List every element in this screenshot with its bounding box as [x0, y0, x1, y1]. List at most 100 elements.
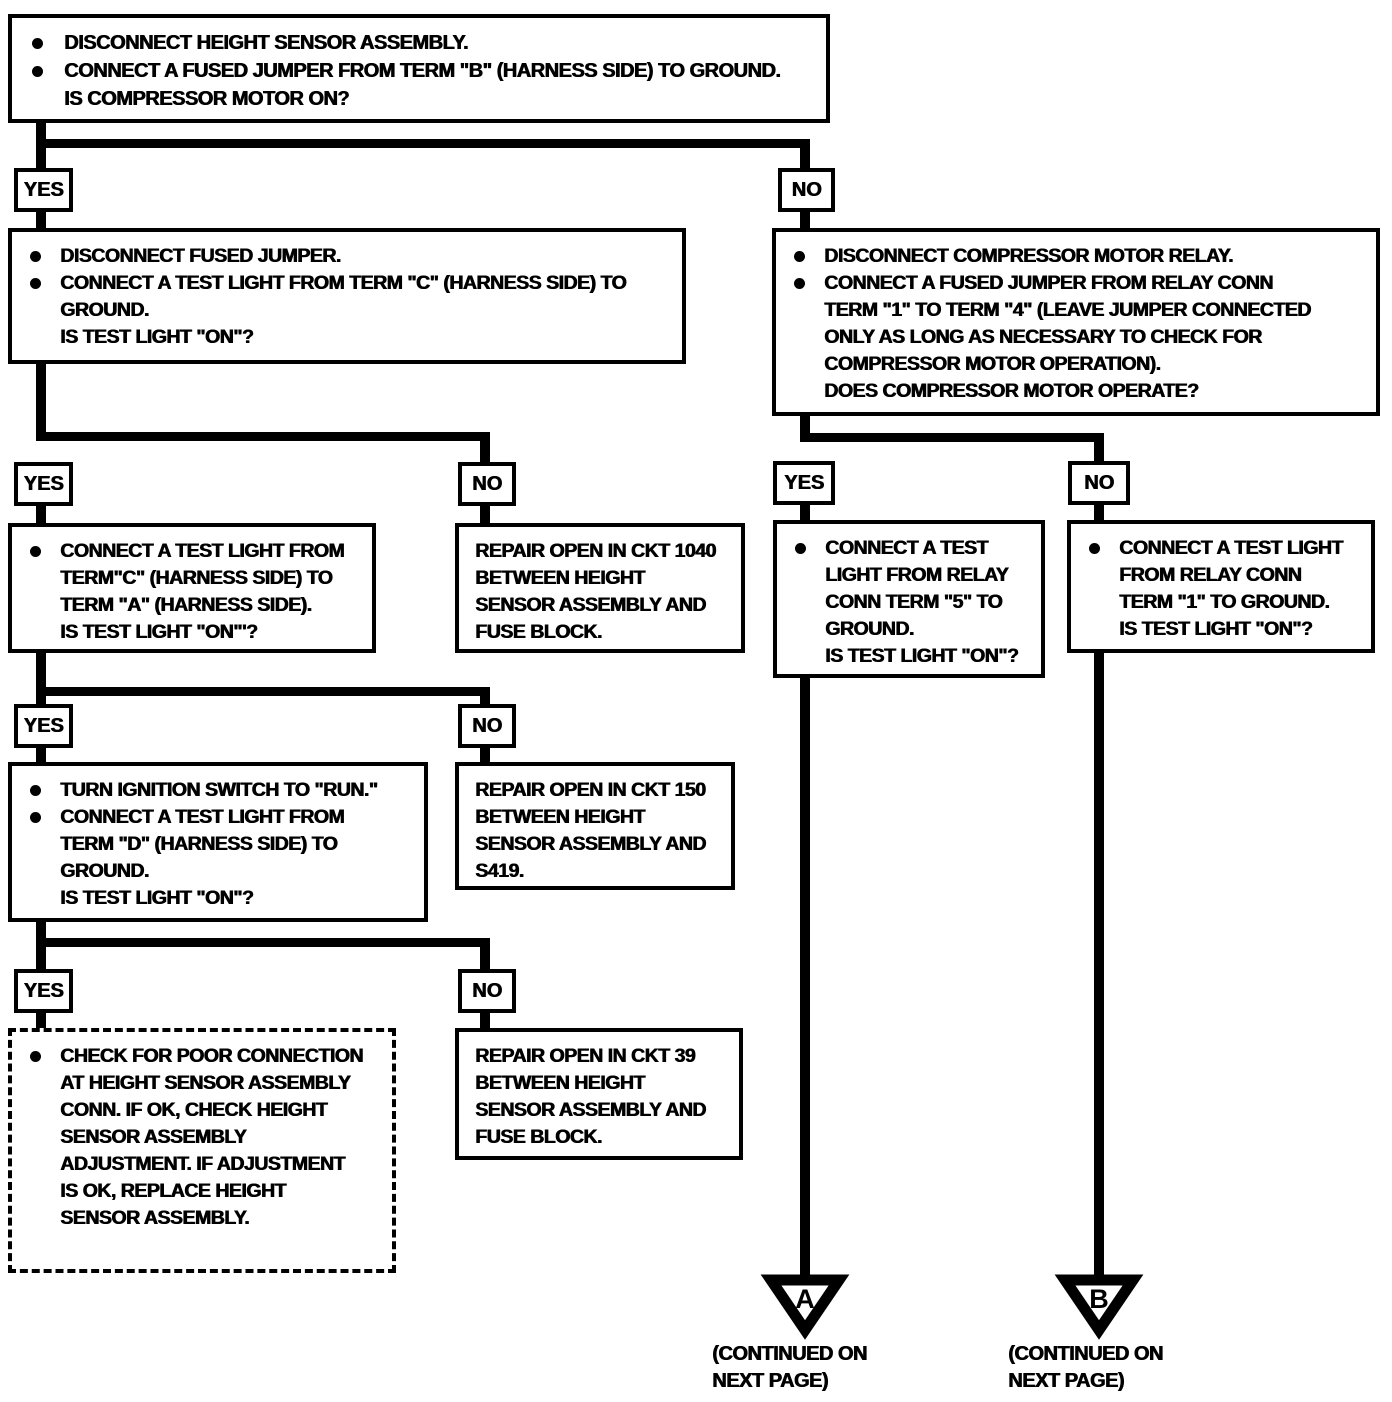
node-left-yes3-box: TURN IGNITION SWITCH TO "RUN." CONNECT A…: [8, 762, 428, 922]
step-text: CONNECT A TEST LIGHT: [1119, 537, 1343, 559]
no-label: NO: [791, 178, 822, 201]
step-line: CONNECT A TEST LIGHT FROM: [20, 804, 418, 831]
action-text: REPAIR OPEN IN CKT 150: [475, 779, 706, 801]
connector-wire-to-a: [800, 677, 810, 1279]
step-text: TERM "A" (HARNESS SIDE).: [60, 594, 312, 616]
no-label: NO: [472, 979, 502, 1002]
node-left-yes2-box: CONNECT A TEST LIGHT FROM TERM"C" (HARNE…: [8, 523, 376, 653]
action-text: REPAIR OPEN IN CKT 1040: [475, 540, 716, 562]
step-text: CONNECT A TEST LIGHT FROM: [60, 540, 344, 562]
step-text: CONN. IF OK, CHECK HEIGHT: [60, 1099, 328, 1121]
action-line: BETWEEN HEIGHT: [467, 804, 725, 831]
action-line: SENSOR ASSEMBLY AND: [467, 592, 735, 619]
connector-wire: [480, 747, 490, 763]
connector-wire: [800, 433, 1104, 442]
step-text: TERM "1" TO TERM "4" (LEAVE JUMPER CONNE…: [824, 299, 1311, 321]
no-label-box: NO: [458, 462, 516, 506]
yes-label: YES: [783, 471, 825, 494]
question-line: IS TEST LIGHT "ON"?: [20, 324, 676, 351]
action-text: BETWEEN HEIGHT: [475, 806, 645, 828]
yes-label-box: YES: [14, 168, 73, 212]
continuation-a-icon: A: [760, 1274, 850, 1340]
continuation-a-letter: A: [795, 1284, 815, 1314]
step-line: COMPRESSOR MOTOR OPERATION).: [784, 351, 1370, 378]
connector-wire: [36, 363, 46, 441]
bullet-icon: [1089, 543, 1100, 554]
step-text: CONNECT A TEST LIGHT FROM: [60, 806, 344, 828]
action-text: FUSE BLOCK.: [475, 621, 602, 643]
step-text: LIGHT FROM RELAY: [825, 564, 1009, 586]
step-line: AT HEIGHT SENSOR ASSEMBLY: [20, 1070, 386, 1097]
action-line: REPAIR OPEN IN CKT 150: [467, 777, 725, 804]
question-text: IS COMPRESSOR MOTOR ON?: [64, 88, 349, 110]
connector-wire: [480, 1012, 490, 1029]
step-line: CONNECT A FUSED JUMPER FROM RELAY CONN: [784, 270, 1370, 297]
step-line: SENSOR ASSEMBLY: [20, 1124, 386, 1151]
bullet-icon: [30, 546, 41, 557]
connector-wire: [36, 211, 46, 229]
question-text: IS TEST LIGHT "ON"?: [60, 326, 254, 348]
question-text: IS TEST LIGHT "ON"?: [825, 645, 1019, 667]
step-text: GROUND.: [825, 618, 914, 640]
action-text: REPAIR OPEN IN CKT 39: [475, 1045, 695, 1067]
node-no-branch-box: DISCONNECT COMPRESSOR MOTOR RELAY. CONNE…: [772, 228, 1380, 416]
node-right-no2-box: CONNECT A TEST LIGHT FROM RELAY CONN TER…: [1067, 520, 1375, 653]
bullet-icon: [795, 543, 806, 554]
action-text: FUSE BLOCK.: [475, 1126, 602, 1148]
node-left-no4-box: REPAIR OPEN IN CKT 39 BETWEEN HEIGHT SEN…: [455, 1028, 743, 1160]
question-text: DOES COMPRESSOR MOTOR OPERATE?: [824, 380, 1199, 402]
action-text: SENSOR ASSEMBLY AND: [475, 594, 706, 616]
connector-wire: [36, 505, 46, 524]
step-text: TERM "1" TO GROUND.: [1119, 591, 1330, 613]
no-label: NO: [472, 714, 502, 737]
action-text: BETWEEN HEIGHT: [475, 1072, 645, 1094]
step-line: TERM "1" TO GROUND.: [1079, 589, 1365, 616]
connector-wire: [36, 139, 810, 148]
step-text: AT HEIGHT SENSOR ASSEMBLY: [60, 1072, 351, 1094]
step-line: CONNECT A TEST LIGHT FROM: [20, 538, 366, 565]
yes-label-box: YES: [14, 704, 73, 748]
step-text: CONNECT A FUSED JUMPER FROM RELAY CONN: [824, 272, 1273, 294]
action-line: SENSOR ASSEMBLY AND: [467, 831, 725, 858]
bullet-icon: [32, 66, 43, 77]
step-text: DISCONNECT COMPRESSOR MOTOR RELAY.: [824, 245, 1233, 267]
yes-label: YES: [23, 714, 64, 737]
step-text: CONNECT A FUSED JUMPER FROM TERM "B" (HA…: [64, 60, 781, 82]
step-line: TERM "A" (HARNESS SIDE).: [20, 592, 366, 619]
step-text: TERM"C" (HARNESS SIDE) TO: [60, 567, 333, 589]
connector-wire: [36, 938, 490, 947]
bullet-icon: [30, 812, 41, 823]
action-line: BETWEEN HEIGHT: [467, 1070, 733, 1097]
step-line: CONN TERM "5" TO: [785, 589, 1035, 616]
no-label-box: NO: [778, 168, 835, 212]
node-left-no2-box: REPAIR OPEN IN CKT 1040 BETWEEN HEIGHT S…: [455, 523, 745, 653]
continued-caption-line: (CONTINUED ON: [1008, 1343, 1163, 1365]
continued-caption-line: (CONTINUED ON: [712, 1343, 867, 1365]
action-line: REPAIR OPEN IN CKT 39: [467, 1043, 733, 1070]
step-text: CHECK FOR POOR CONNECTION: [60, 1045, 363, 1067]
step-line: CONNECT A TEST LIGHT: [1079, 535, 1365, 562]
yes-label-box: YES: [773, 461, 835, 505]
action-line: S419.: [467, 858, 725, 885]
connector-wire: [480, 938, 490, 970]
step-line: DISCONNECT HEIGHT SENSOR ASSEMBLY.: [20, 29, 820, 57]
step-text: GROUND.: [60, 860, 149, 882]
action-line: REPAIR OPEN IN CKT 1040: [467, 538, 735, 565]
step-text: ONLY AS LONG AS NECESSARY TO CHECK FOR: [824, 326, 1262, 348]
continuation-b-icon: B: [1054, 1274, 1144, 1340]
no-label-box: NO: [1068, 461, 1130, 505]
yes-label: YES: [23, 979, 64, 1002]
action-line: BETWEEN HEIGHT: [467, 565, 735, 592]
connector-wire: [800, 504, 810, 521]
step-line: GROUND.: [785, 616, 1035, 643]
action-text: SENSOR ASSEMBLY AND: [475, 1099, 706, 1121]
connector-wire: [480, 505, 490, 524]
connector-wire: [1094, 433, 1104, 462]
no-label-box: NO: [458, 969, 516, 1013]
continued-caption-b: (CONTINUED ON NEXT PAGE): [1008, 1341, 1163, 1395]
step-line: CONNECT A TEST LIGHT FROM TERM "C" (HARN…: [20, 270, 676, 297]
bullet-icon: [32, 38, 43, 49]
action-text: SENSOR ASSEMBLY AND: [475, 833, 706, 855]
node-left-no3-box: REPAIR OPEN IN CKT 150 BETWEEN HEIGHT SE…: [455, 762, 735, 890]
step-line: GROUND.: [20, 297, 676, 324]
